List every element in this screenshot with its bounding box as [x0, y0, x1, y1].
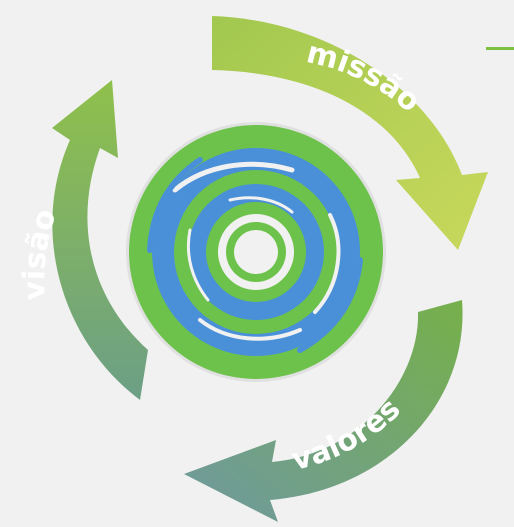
visao-arrow: [52, 80, 148, 400]
accent-line: [486, 47, 514, 50]
valores-arrow: [184, 300, 463, 522]
swirl-rings-icon: [126, 122, 386, 382]
missao-arrow: [212, 16, 488, 250]
